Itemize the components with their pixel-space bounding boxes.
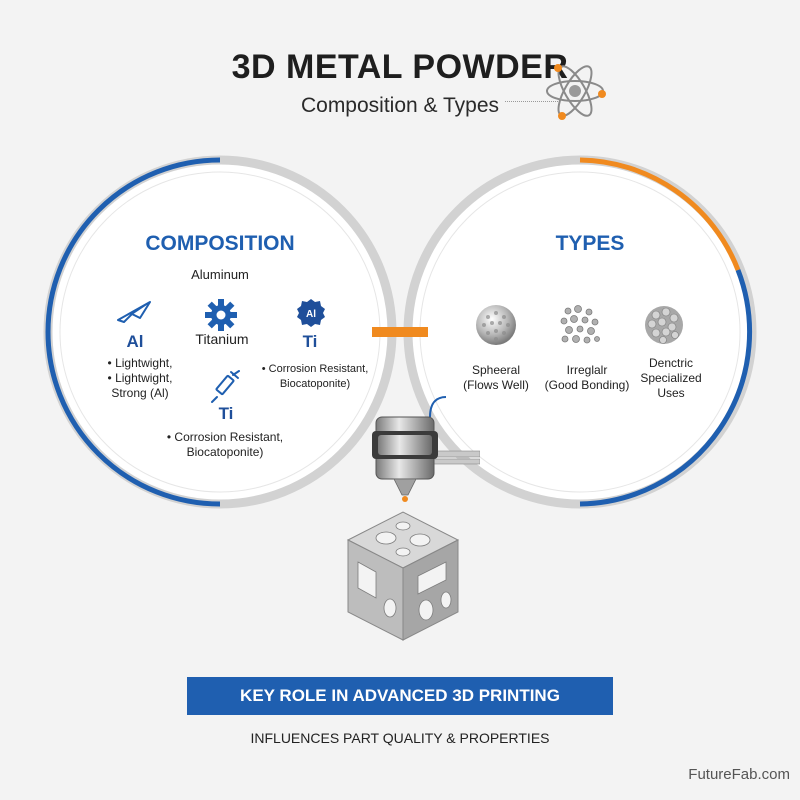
- ti-desc-line: Biocatoponite): [186, 445, 264, 459]
- orange-connector: [372, 327, 428, 337]
- dendritic-powder-icon: [645, 306, 683, 344]
- ti-desc-line: Biocatoponite): [279, 378, 351, 390]
- ti-description-2: • Corrosion Resistant, Biocatoponite): [150, 430, 300, 460]
- syringe-icon: [211, 370, 240, 403]
- al-desc-line: • Lightwight,: [107, 356, 173, 370]
- page-title: 3D METAL POWDER: [231, 48, 569, 86]
- ti-badge-icon: Al: [297, 299, 325, 327]
- ti-symbol: Ti: [302, 332, 318, 351]
- type-note: Uses: [657, 386, 685, 400]
- composition-title: COMPOSITION: [145, 232, 295, 255]
- type-name: Spheeral: [471, 363, 521, 377]
- dotted-leader-line: [505, 101, 560, 102]
- type-name: Denctric: [648, 356, 693, 370]
- type-note: (Good Bonding): [544, 378, 630, 392]
- gear-icon: [205, 299, 237, 331]
- ti-symbol-2: Ti: [218, 404, 234, 423]
- atom-icon: [546, 64, 606, 120]
- lattice-cube-icon: [346, 511, 460, 641]
- al-desc-line: Strong (Al): [111, 386, 169, 400]
- page-subtitle: Composition & Types: [300, 94, 500, 117]
- ti-desc-line: • Corrosion Resistant,: [166, 430, 284, 444]
- type-irregular-label: Irreglalr (Good Bonding): [537, 363, 637, 393]
- airplane-icon: [117, 301, 151, 323]
- type-note: Specialized: [640, 371, 702, 385]
- type-note: (Flows Well): [463, 378, 529, 392]
- al-symbol: Al: [126, 332, 144, 351]
- nozzle-icon: [372, 396, 480, 502]
- aluminum-label: Aluminum: [191, 267, 249, 282]
- brand-watermark: FutureFab.com: [688, 766, 790, 783]
- type-name: Irreglalr: [566, 363, 608, 377]
- al-desc-line: • Lightwight,: [107, 371, 173, 385]
- type-spherical-label: Spheeral (Flows Well): [450, 363, 542, 393]
- ti-description: • Corrosion Resistant, Biocatoponite): [255, 362, 375, 392]
- titanium-label: Titanium: [195, 331, 249, 347]
- ti-badge-text: Al: [306, 309, 316, 320]
- al-description: • Lightwight, • Lightwight, Strong (Al): [70, 356, 210, 401]
- type-dendritic-label: Denctric Specialized Uses: [630, 356, 712, 401]
- types-title: TYPES: [555, 232, 625, 255]
- ti-desc-line: • Corrosion Resistant,: [261, 363, 369, 375]
- key-role-banner: KEY ROLE IN ADVANCED 3D PRINTING: [187, 677, 613, 715]
- spherical-powder-icon: [476, 305, 516, 345]
- irregular-powder-icon: [560, 305, 600, 344]
- banner-subtitle: INFLUENCES PART QUALITY & PROPERTIES: [250, 730, 550, 746]
